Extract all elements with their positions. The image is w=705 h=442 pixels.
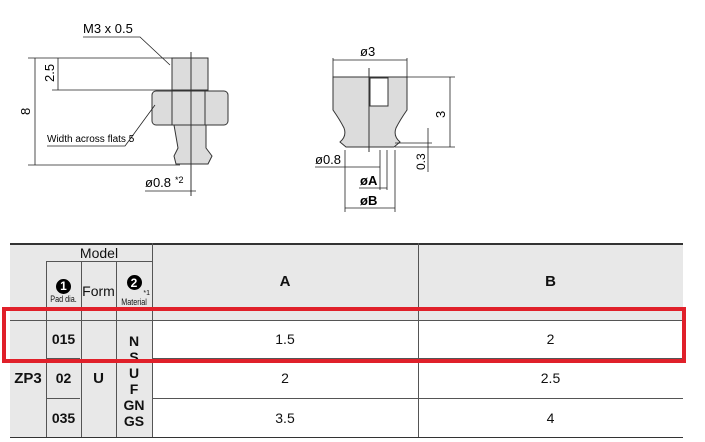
pad-dia-header: 1 Pad dia.	[46, 263, 81, 319]
material-item: F	[129, 381, 139, 397]
pad-cell: 02	[55, 370, 72, 386]
left-view-drawing	[151, 52, 229, 196]
b-cell: 2.5	[540, 370, 561, 386]
highlight-box	[2, 307, 686, 363]
material-header: 2 *1 Material	[116, 263, 152, 319]
b-cell: 4	[546, 409, 555, 426]
material-item: GN	[123, 397, 145, 413]
a-cell: 3.5	[275, 409, 295, 426]
form-cell: U	[93, 370, 104, 387]
dia-b-label: øB	[360, 193, 377, 208]
material-note: *1	[143, 290, 150, 297]
height-total-label: 8	[18, 108, 33, 115]
number-1-icon: 1	[56, 278, 71, 294]
height-thread-label: 2.5	[42, 64, 57, 82]
number-2-icon: 2	[126, 275, 142, 290]
hex-label: Width across flats 5	[47, 134, 135, 145]
material-item: GS	[123, 413, 145, 429]
column-b-header: B	[545, 273, 556, 290]
a-cell: 1.5	[275, 331, 295, 347]
model-header: Model	[79, 245, 119, 261]
material-item: U	[128, 365, 140, 381]
pad-dia-label: Pad dia.	[50, 293, 77, 304]
material-label: Material	[121, 297, 147, 307]
hex-nut	[151, 90, 229, 126]
lip-label: 0.3	[414, 153, 428, 170]
pad-cell: 015	[51, 331, 76, 347]
material-item: N	[128, 333, 140, 349]
right-bore-label: ø0.8	[315, 152, 341, 167]
material-cell: N S U F GN GS	[116, 329, 152, 433]
material-item: S	[129, 349, 139, 365]
series-cell: ZP3	[14, 370, 42, 387]
pad-cell: 035	[51, 409, 76, 426]
b-cell: 2	[546, 331, 555, 347]
height-label: 3	[433, 111, 448, 118]
bore-label: ø0.8	[145, 175, 171, 190]
dia-a-label: øA	[360, 173, 378, 188]
a-cell: 2	[281, 370, 289, 386]
thread-label: M3 x 0.5	[83, 21, 133, 36]
thread-part	[171, 57, 209, 91]
pad-cup	[173, 124, 213, 165]
bore-note: *2	[175, 175, 184, 185]
outer-dia-label: ø3	[360, 44, 375, 59]
column-a-header: A	[279, 273, 291, 290]
form-header: Form	[82, 283, 115, 299]
technical-drawing: M3 x 0.5 8 2.5 Width across flats 5 ø0.8…	[18, 21, 455, 212]
right-view-drawing	[332, 68, 408, 152]
